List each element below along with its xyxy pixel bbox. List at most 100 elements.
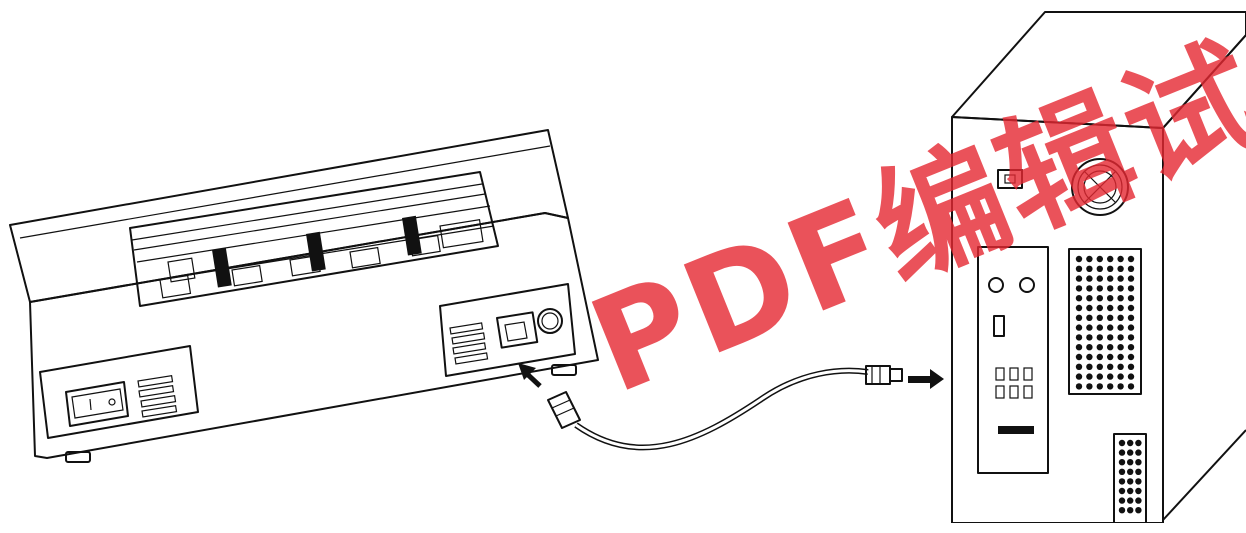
vent-hole	[1075, 255, 1083, 263]
vent-hole	[1086, 285, 1093, 292]
vent-hole	[1117, 265, 1124, 272]
vent-hole	[1096, 344, 1104, 351]
vent-hole	[1117, 295, 1124, 302]
vent-hole	[1135, 468, 1142, 475]
vent-hole	[1117, 304, 1124, 312]
vent-hole	[1135, 459, 1142, 466]
vent-hole	[1117, 255, 1124, 263]
vent-hole	[1107, 383, 1114, 390]
pc-tower-illustration	[951, 11, 1246, 524]
vent-hole	[1086, 275, 1093, 282]
vent-grid-lower	[1113, 433, 1147, 524]
vent-hole	[1127, 344, 1135, 351]
vent-hole	[1107, 373, 1114, 380]
vent-hole	[1107, 363, 1114, 370]
vent-hole	[1107, 344, 1114, 351]
vent-hole	[1086, 363, 1093, 370]
printer-interface-panel	[439, 283, 576, 377]
vent-hole	[1096, 383, 1104, 390]
vent-hole	[1117, 363, 1124, 370]
vent-hole	[1107, 324, 1114, 331]
vent-hole	[1127, 373, 1135, 380]
vent-hole	[1127, 363, 1135, 370]
vent-hole	[1096, 324, 1104, 331]
vent-hole	[1096, 334, 1104, 341]
vent-hole	[1096, 373, 1104, 380]
vent-hole	[1075, 373, 1083, 380]
usb-a-plug	[865, 365, 903, 385]
vent-hole	[1127, 383, 1135, 390]
vent-hole	[1107, 353, 1114, 361]
vent-hole	[1117, 285, 1124, 292]
vent-hole	[1075, 295, 1083, 302]
vent-hole	[1107, 314, 1114, 321]
vent-hole	[1107, 285, 1114, 292]
vent-hole	[1117, 334, 1124, 341]
vent-hole	[1127, 439, 1134, 447]
vent-hole	[1118, 478, 1126, 485]
vent-hole	[1107, 304, 1114, 312]
vent-hole	[1096, 255, 1104, 263]
vent-grid-upper	[1068, 248, 1142, 395]
pc-power-switch	[997, 169, 1023, 189]
vent-hole	[1117, 383, 1124, 390]
vent-hole	[1127, 478, 1134, 485]
vent-hole	[1127, 353, 1135, 361]
vent-hole	[1075, 363, 1083, 370]
vent-hole	[1135, 497, 1142, 504]
vent-hole	[1135, 507, 1142, 514]
vent-hole	[1107, 295, 1114, 302]
vent-hole	[1075, 344, 1083, 351]
vent-hole	[1086, 353, 1093, 361]
vent-hole	[1127, 459, 1134, 466]
vent-hole	[1086, 373, 1093, 380]
vent-hole	[1127, 468, 1134, 475]
vent-hole	[1086, 344, 1093, 351]
vent-hole	[1127, 507, 1134, 514]
vent-hole	[1096, 265, 1104, 272]
vent-hole	[1075, 314, 1083, 321]
printer-power-panel	[39, 345, 199, 439]
vent-hole	[1127, 449, 1134, 456]
vent-hole	[1096, 275, 1104, 282]
vent-hole	[1118, 487, 1126, 495]
arrow-to-pc-icon	[908, 369, 944, 389]
vent-hole	[1117, 344, 1124, 351]
vent-hole	[1096, 353, 1104, 361]
vent-hole	[1127, 285, 1135, 292]
vent-hole	[1096, 304, 1104, 312]
vent-hole	[1118, 439, 1126, 447]
tractor-feed-unit	[129, 171, 499, 307]
vent-hole	[1086, 265, 1093, 272]
vent-hole	[1086, 334, 1093, 341]
vent-hole	[1075, 275, 1083, 282]
vent-hole	[1107, 255, 1114, 263]
vent-hole	[1127, 487, 1134, 495]
vent-hole	[1107, 334, 1114, 341]
vent-hole	[1096, 285, 1104, 292]
vent-hole	[1086, 314, 1093, 321]
vent-hole	[1117, 324, 1124, 331]
vent-hole	[1118, 459, 1126, 466]
vent-hole	[1135, 439, 1142, 447]
vent-hole	[1118, 468, 1126, 475]
vent-hole	[1075, 304, 1083, 312]
printer-rear-illustration	[9, 129, 599, 463]
vent-hole	[1117, 373, 1124, 380]
vent-hole	[1135, 449, 1142, 456]
usb-b-plug	[547, 391, 581, 429]
vent-hole	[1117, 314, 1124, 321]
vent-hole	[1086, 295, 1093, 302]
vent-hole	[1118, 449, 1126, 456]
vent-hole	[1086, 324, 1093, 331]
vent-hole	[1075, 353, 1083, 361]
vent-hole	[1127, 497, 1134, 504]
vent-hole	[1127, 324, 1135, 331]
vent-hole	[1096, 314, 1104, 321]
vent-hole	[1107, 265, 1114, 272]
vent-hole	[1075, 265, 1083, 272]
vent-hole	[1096, 295, 1104, 302]
vent-hole	[1117, 275, 1124, 282]
vent-hole	[1075, 334, 1083, 341]
